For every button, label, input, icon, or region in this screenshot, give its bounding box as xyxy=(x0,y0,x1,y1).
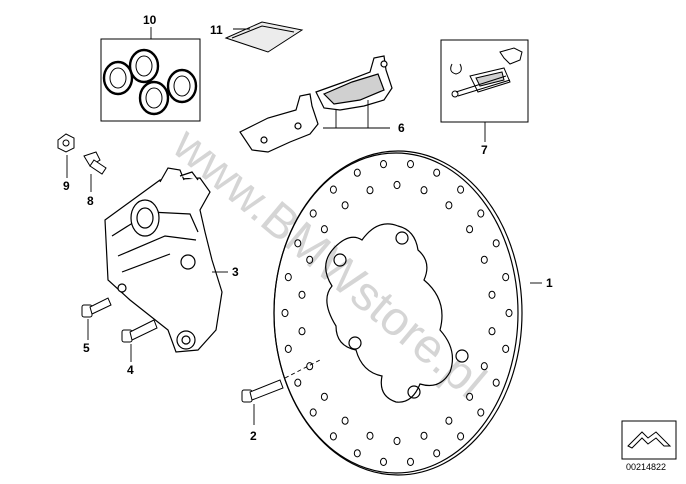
disc-vent-hole xyxy=(445,416,453,425)
disc-vent-hole xyxy=(353,449,361,458)
disc-vent-hole xyxy=(366,186,374,195)
disc-vent-hole xyxy=(505,308,513,318)
disc-vent-hole xyxy=(492,239,500,248)
disc-vent-hole xyxy=(284,344,292,353)
disc-vent-hole xyxy=(445,201,453,210)
disc-vent-hole xyxy=(341,416,349,425)
disc-vent-hole xyxy=(320,225,328,234)
disc-vent-hole xyxy=(393,180,401,190)
disc-vent-hole xyxy=(353,168,361,177)
disc-vent-hole xyxy=(420,186,428,195)
disc-vent-hole xyxy=(309,209,317,218)
disc-vent-hole xyxy=(329,185,337,194)
bleeder-cap-part-9 xyxy=(57,133,75,153)
callout-7: 7 xyxy=(481,143,488,157)
leader-lines xyxy=(66,27,542,425)
disc-vent-hole xyxy=(298,327,306,336)
callout-11: 11 xyxy=(210,23,223,37)
pin-kit-frame xyxy=(440,39,529,123)
bolt-part-2 xyxy=(241,379,284,403)
disc-vent-hole xyxy=(477,408,485,417)
disc-vent-hole xyxy=(380,160,387,169)
seal-kit-frame xyxy=(100,38,201,122)
disc-vent-hole xyxy=(306,362,314,371)
grease-sachet xyxy=(224,21,304,53)
disc-vent-hole xyxy=(380,457,387,466)
bolt-part-4 xyxy=(121,319,158,343)
disc-vent-hole xyxy=(457,185,465,194)
pin-kit xyxy=(440,39,529,123)
callout-6: 6 xyxy=(398,121,405,135)
callout-1: 1 xyxy=(546,276,553,290)
disc-vent-hole xyxy=(492,378,500,387)
seal-rings xyxy=(100,38,201,122)
disc-vent-hole xyxy=(341,201,349,210)
disc-vent-hole xyxy=(298,290,306,299)
disc-vent-hole xyxy=(433,168,441,177)
disc-vent-hole xyxy=(309,408,317,417)
disc-vent-hole xyxy=(466,392,474,401)
callout-9: 9 xyxy=(63,179,70,193)
disc-vent-hole xyxy=(407,160,414,169)
disc-vent-hole xyxy=(457,432,465,441)
disc-vent-hole xyxy=(433,449,441,458)
disc-vent-hole xyxy=(366,431,374,440)
disc-vent-hole xyxy=(477,209,485,218)
brake-disc xyxy=(273,150,523,476)
disc-vent-hole xyxy=(281,308,289,318)
disc-vent-hole xyxy=(329,432,337,441)
callout-5: 5 xyxy=(83,341,90,355)
disc-vent-hole xyxy=(393,436,401,446)
orientation-arrow-icon xyxy=(627,431,672,449)
brake-caliper xyxy=(104,167,223,353)
callout-4: 4 xyxy=(127,363,134,377)
brake-pads xyxy=(239,55,393,153)
disc-vent-hole xyxy=(294,239,302,248)
diagram-id: 00214822 xyxy=(626,462,666,472)
disc-vent-hole xyxy=(480,362,488,371)
disc-vent-hole xyxy=(306,255,314,264)
disc-vent-holes xyxy=(281,160,513,466)
disc-vent-hole xyxy=(407,457,414,466)
disc-vent-hole xyxy=(502,344,510,353)
callout-3: 3 xyxy=(232,265,239,279)
bleeder-valve-part-8 xyxy=(83,151,107,175)
disc-vent-hole xyxy=(320,392,328,401)
disc-vent-hole xyxy=(294,378,302,387)
callout-2: 2 xyxy=(250,429,257,443)
disc-vent-hole xyxy=(502,273,510,282)
disc-vent-hole xyxy=(480,255,488,264)
disc-vent-hole xyxy=(488,327,496,336)
bolt-part-5 xyxy=(81,297,112,318)
disc-vent-hole xyxy=(466,225,474,234)
disc-vent-hole xyxy=(488,290,496,299)
callout-10: 10 xyxy=(143,13,157,27)
callout-8: 8 xyxy=(87,194,94,208)
disc-vent-hole xyxy=(420,431,428,440)
disc-vent-hole xyxy=(284,273,292,282)
diagram-id-box: 00214822 xyxy=(621,420,677,472)
